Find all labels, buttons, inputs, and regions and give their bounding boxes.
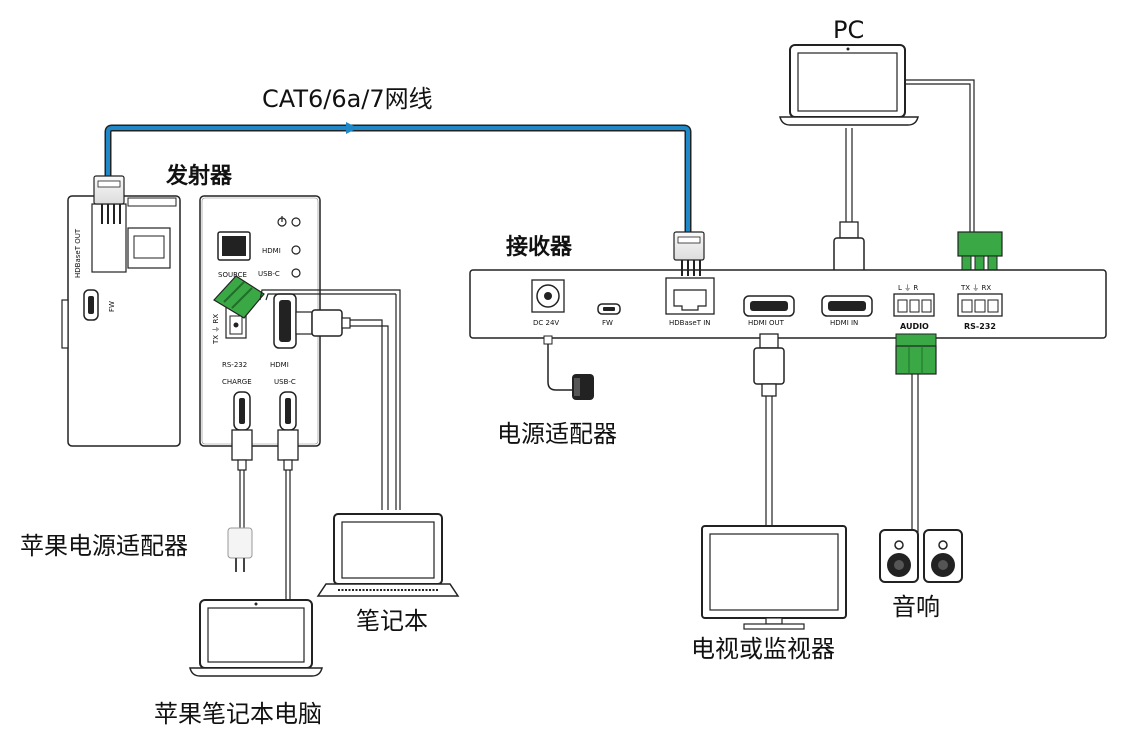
terminal-block-icon bbox=[957, 231, 1003, 275]
terminal-block-icon bbox=[895, 333, 937, 375]
receiver-panel: DC 24V FW HDBaseT IN HDMI OUT HDMI IN L … bbox=[469, 269, 1107, 339]
audio-label: AUDIO bbox=[900, 322, 929, 331]
cat-cable bbox=[104, 122, 692, 232]
power-adapter-icon bbox=[543, 335, 594, 400]
tv-monitor-label: 电视或监视器 bbox=[691, 635, 835, 663]
rx-rs232-label: RS-232 bbox=[964, 322, 996, 331]
hdmi-led-label: HDMI bbox=[262, 247, 281, 255]
pc-icon bbox=[779, 44, 919, 126]
apple-power-adapter-icon bbox=[227, 527, 253, 572]
transmitter-front-view: SOURCE HDMI USB-C TX ⏚ RX RS-232 HDMI CH… bbox=[199, 195, 321, 447]
charge-label: CHARGE bbox=[222, 378, 252, 386]
rs232-label: RS-232 bbox=[222, 361, 247, 369]
transmitter-label: 发射器 bbox=[165, 163, 233, 189]
speakers-label: 音响 bbox=[892, 593, 940, 621]
hdbaset-out-label: HDBaseT OUT bbox=[74, 228, 82, 278]
source-label: SOURCE bbox=[218, 271, 247, 279]
hdmi-cable-to-tv bbox=[753, 333, 785, 528]
notebook-label: 笔记本 bbox=[356, 607, 428, 635]
hdmi-port-label: HDMI bbox=[270, 361, 289, 369]
terminal-block-icon bbox=[213, 275, 265, 319]
rx-rs232-pins-label: TX ⏚ RX bbox=[960, 284, 991, 292]
cable-label: CAT6/6a/7网线 bbox=[262, 85, 433, 113]
rs232-pins-label: TX ⏚ RX bbox=[212, 314, 220, 345]
rj45-plug-icon bbox=[93, 175, 125, 224]
speakers-icon bbox=[879, 529, 963, 583]
dc-label: DC 24V bbox=[533, 319, 559, 327]
audio-pins-label: L ⏚ R bbox=[898, 284, 918, 292]
receiver-label: 接收器 bbox=[506, 234, 573, 260]
power-icon bbox=[277, 216, 287, 227]
usbc-led bbox=[291, 268, 301, 278]
fw-label: FW bbox=[108, 301, 116, 312]
usbc-port-label: USB-C bbox=[274, 378, 296, 386]
hdmi-led bbox=[291, 245, 301, 255]
transmitter-side-view: HDBaseT OUT FW bbox=[61, 175, 181, 447]
usbc-cables bbox=[231, 429, 299, 600]
usbc-led-label: USB-C bbox=[258, 270, 280, 278]
power-adapter-label: 电源适配器 bbox=[497, 420, 617, 448]
arrow-right-icon bbox=[346, 122, 358, 134]
rj45-plug-icon bbox=[673, 231, 705, 276]
audio-cable bbox=[895, 333, 937, 534]
rx-fw-label: FW bbox=[602, 319, 613, 327]
hdmi-in-label: HDMI IN bbox=[830, 319, 858, 327]
apple-notebook-icon bbox=[189, 599, 323, 677]
pc-hdmi-cable bbox=[833, 128, 865, 293]
apple-notebook-label: 苹果笔记本电脑 bbox=[154, 700, 322, 728]
apple-power-adapter-label: 苹果电源适配器 bbox=[20, 532, 188, 560]
pc-label: PC bbox=[833, 16, 864, 44]
notebook-icon bbox=[316, 513, 460, 597]
hdbaset-in-label: HDBaseT IN bbox=[669, 319, 711, 327]
tv-monitor-icon bbox=[701, 525, 847, 630]
hdmi-cable-transmitter bbox=[259, 289, 401, 510]
power-led bbox=[291, 217, 301, 227]
hdmi-out-label: HDMI OUT bbox=[748, 319, 785, 327]
pc-rs232-cable bbox=[905, 79, 1003, 275]
